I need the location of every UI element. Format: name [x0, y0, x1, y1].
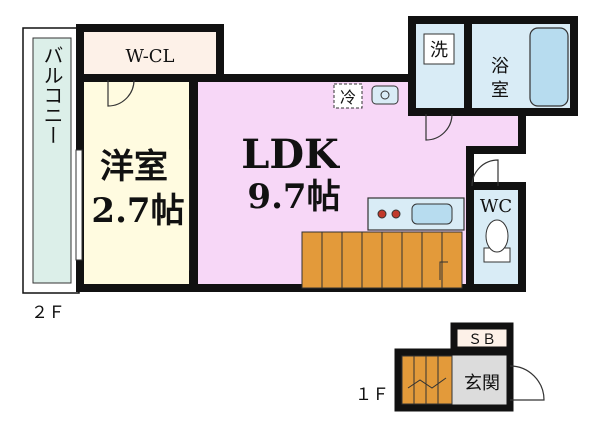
toilet-bowl — [485, 219, 509, 253]
fridge-label: 冷 — [340, 88, 356, 107]
closet-label: W-CL — [126, 46, 175, 67]
bath-label-1: 浴 — [491, 56, 509, 77]
ldk-size: 9.7帖 — [247, 177, 340, 217]
shoe-box-label: ＳＢ — [468, 332, 496, 348]
ldk-name: LDK — [241, 131, 340, 178]
bathtub — [529, 27, 569, 107]
stairs-1f — [401, 355, 453, 405]
balcony-floor — [32, 37, 72, 284]
stairs-1f-arrow — [407, 377, 447, 389]
wc-door-swing — [471, 159, 499, 187]
western-room-size: 2.7帖 — [91, 191, 184, 231]
floor-label-1f: １Ｆ — [355, 385, 389, 405]
floor-label-2f: ２Ｆ — [31, 303, 65, 323]
western-room-name: 洋室 — [100, 147, 168, 187]
balcony-label: バルコニー — [40, 45, 64, 145]
staircase-2f — [301, 231, 463, 289]
shoe-box — [450, 322, 514, 354]
stove-burner-right — [391, 209, 401, 219]
wc-label: WC — [480, 196, 512, 217]
western-room: 洋室 2.7帖 — [75, 74, 197, 292]
fridge-space — [333, 83, 363, 109]
washroom-door-swing — [425, 113, 453, 141]
entrance-door-swing[interactable] — [509, 365, 545, 401]
entrance-label: 玄関 — [464, 373, 500, 394]
hand-sink — [371, 85, 399, 105]
wc-floor — [466, 182, 526, 292]
stove-burner-left — [377, 209, 387, 219]
first-floor: ＳＢ 玄関 — [394, 322, 545, 412]
washer-space — [423, 33, 455, 65]
kitchen-sink — [411, 203, 453, 225]
hand-sink-drain — [380, 90, 390, 100]
washer-label: 洗 — [430, 40, 448, 61]
wc-room: WC — [466, 159, 526, 292]
bath-label-2: 室 — [491, 80, 509, 101]
stairs-arrow — [439, 261, 448, 280]
wet-area: 洗 浴 室 — [408, 16, 578, 141]
walk-in-closet: W-CL — [76, 24, 224, 82]
balcony-window — [75, 149, 83, 261]
closet-door-swing — [107, 79, 135, 107]
balcony: バルコニー — [22, 27, 80, 294]
